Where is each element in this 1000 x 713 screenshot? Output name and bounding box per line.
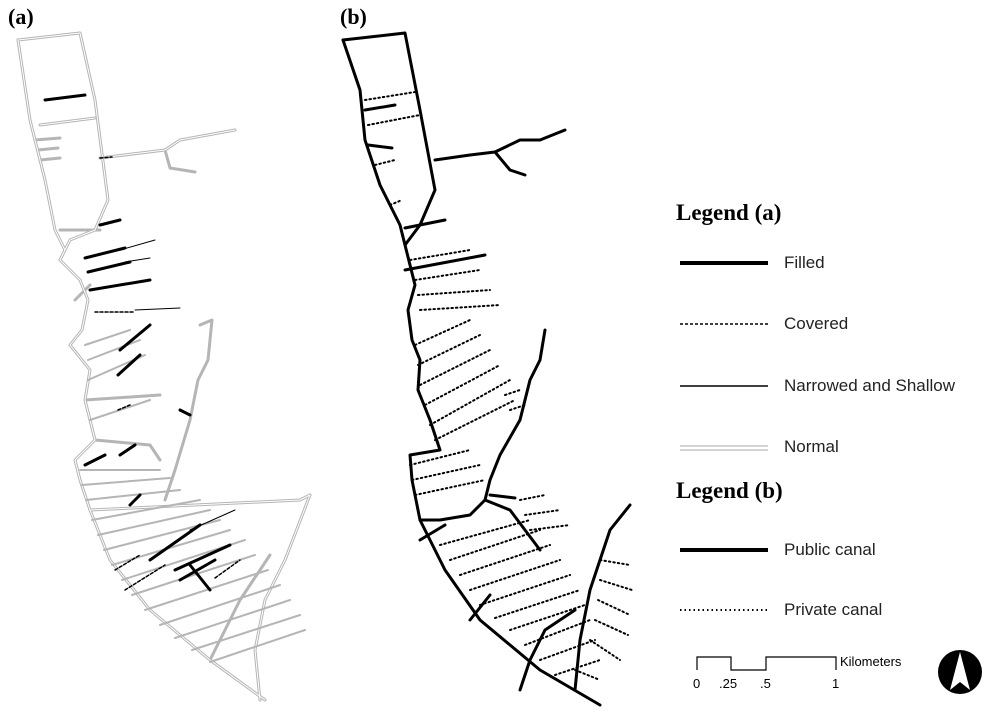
- legend-b-symbols: [680, 548, 768, 611]
- map-a: [16, 31, 312, 702]
- legend-b-title: Legend (b): [676, 478, 783, 503]
- filled-canals: [43, 93, 232, 592]
- scale-tick-05: .5: [760, 676, 771, 691]
- panel-a-label: (a): [8, 4, 34, 29]
- covered-canals: [94, 156, 241, 591]
- north-arrow-icon: [938, 650, 982, 694]
- legend-a-title: Legend (a): [676, 200, 782, 225]
- panel-b-label: (b): [340, 4, 367, 29]
- scale-tick-0: 0: [693, 676, 701, 691]
- public-canals: [341, 31, 632, 707]
- legend-narrowed-label: Narrowed and Shallow: [784, 376, 956, 395]
- legend-filled-label: Filled: [784, 253, 825, 272]
- legend-a-symbols: [680, 261, 768, 451]
- scale-tick-025: .25: [719, 676, 738, 691]
- legend-covered-label: Covered: [784, 314, 849, 333]
- narrowed-canals: [119, 239, 236, 531]
- radial-normal-canals: [79, 329, 306, 663]
- map-b: [341, 31, 633, 707]
- scale-unit-label: Kilometers: [840, 654, 902, 669]
- legend-private-label: Private canal: [784, 600, 883, 619]
- scale-bar: [696, 656, 837, 671]
- legend-normal-label: Normal: [784, 437, 839, 456]
- legend-public-label: Public canal: [784, 540, 876, 559]
- scale-tick-1: 1: [832, 676, 840, 691]
- normal-canals: [16, 31, 312, 702]
- private-canals: [364, 91, 633, 681]
